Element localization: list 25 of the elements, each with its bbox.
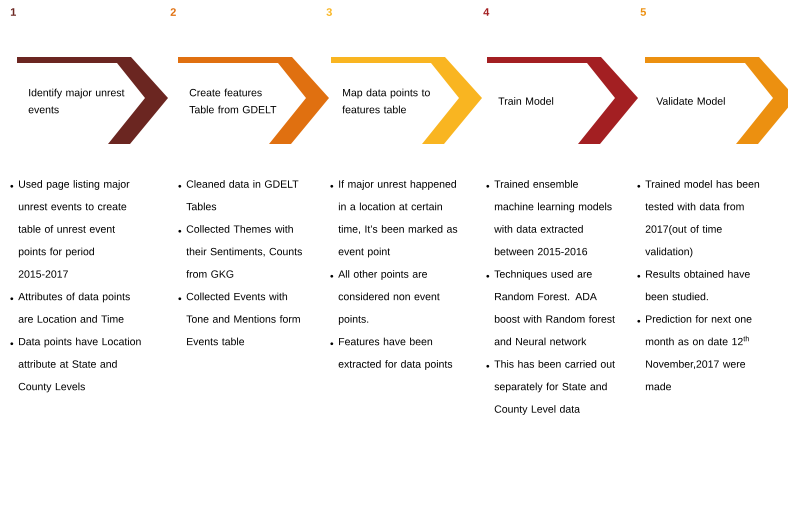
bullet-text: Attributes of data points are Location and Time: [18, 292, 130, 323]
bullet-text: This has been carried out separately for State and County Level data: [494, 360, 615, 415]
chevron-step: Identify major unrest events: [17, 57, 168, 144]
bullet-text: Trained ensemble machine learning models with data extracted between 2015-2016: [494, 180, 612, 256]
chevron-step: Validate Model: [645, 57, 788, 144]
bullet-text: Used page listing major unrest events to create table of unrest event points for period 2015-2017: [18, 180, 130, 278]
bullet-text: Cleaned data in GDELT Tables: [186, 180, 298, 210]
bullet-text: Features have been extracted for data points: [338, 338, 452, 370]
chevron-step: Create features Table from GDELT: [178, 57, 329, 144]
bullet-text: Prediction for next one month as on date 12$^{th}$ November,2017 were made: [646, 315, 752, 390]
bullet-text: Trained model has been tested with data from 2017(out of time validation): [645, 180, 760, 258]
step-number: 3: [326, 8, 332, 16]
chevron-step: Map data points to features table: [331, 57, 482, 144]
bullet-text: Collected Themes with their Sentiments, Counts from GKG: [186, 225, 302, 278]
bullet-text: All other points are considered non event points.: [338, 270, 440, 325]
bullet-text: Data points have Location attribute at State and County Levels: [18, 338, 141, 392]
bullet-text: If major unrest happened in a location at certain time, It’s been marked as event point: [338, 180, 458, 258]
bullet-text: Techniques used are Random Forest. ADA boost with Random forest and Neural network: [494, 270, 615, 346]
step-number: 1: [10, 8, 16, 16]
step-number: 4: [483, 8, 490, 16]
bullet-text: Collected Events with Tone and Mentions form Events table: [186, 292, 300, 346]
chevron-step: Train Model: [487, 57, 638, 144]
step-number: 5: [640, 8, 646, 16]
step-number: 2: [170, 8, 176, 16]
bullet-text: Results obtained have been studied.: [646, 270, 750, 300]
